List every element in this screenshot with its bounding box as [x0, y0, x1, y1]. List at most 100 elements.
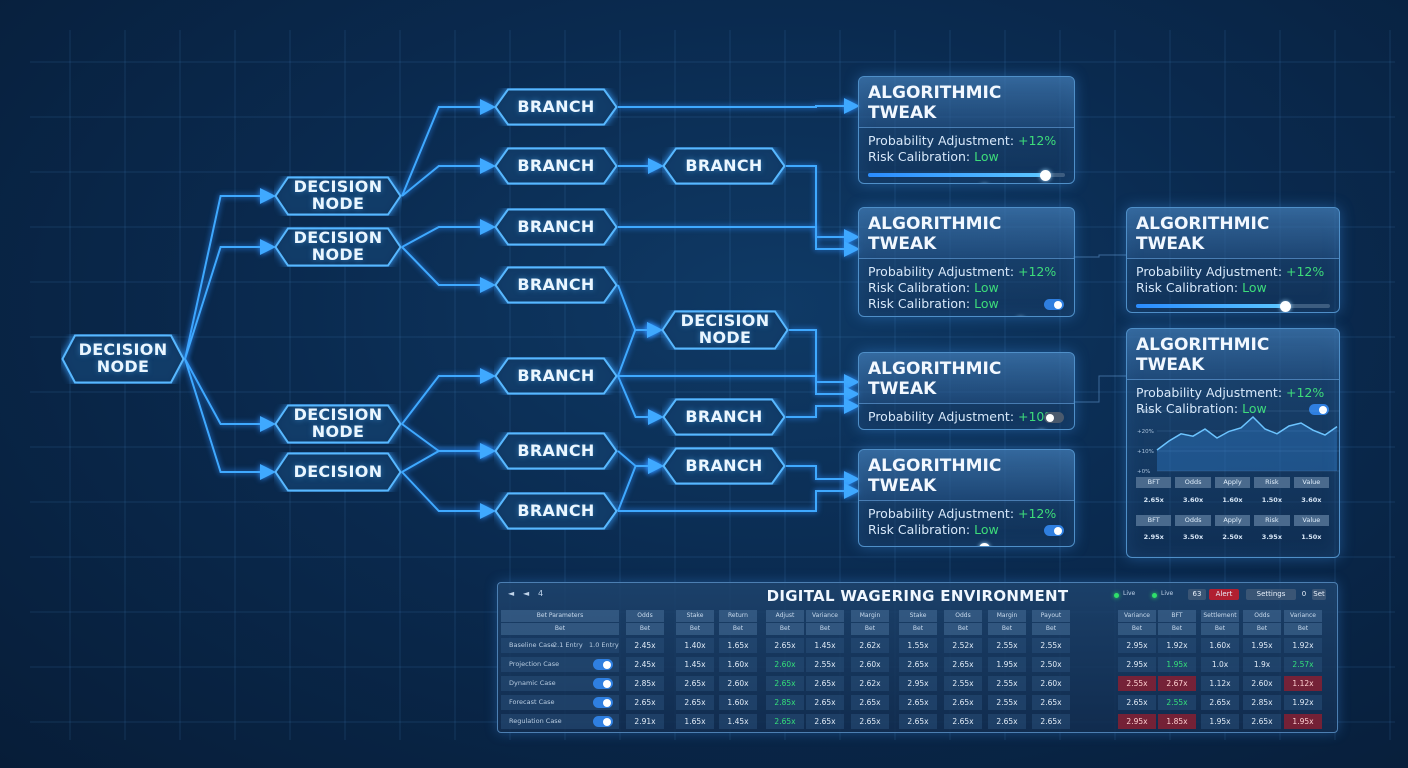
slider-handle[interactable] [1280, 300, 1292, 312]
slider[interactable] [868, 169, 1065, 181]
node-shape [662, 447, 786, 485]
slider-handle[interactable] [1015, 317, 1026, 318]
edge-root-d4 [184, 358, 276, 480]
edge-root-d2 [184, 239, 276, 360]
node-outline [494, 492, 618, 530]
tweak-line-label: Risk Calibration: [868, 280, 975, 295]
node-shape [274, 404, 402, 444]
slider-handle[interactable] [1036, 430, 1047, 431]
branch-node-b7[interactable]: BRANCH [494, 492, 618, 530]
table-header-cell: Bet [626, 623, 664, 635]
edge-b5-dm [617, 322, 663, 377]
table-cell: 2.95x [899, 676, 937, 691]
table-cell: 1.92x [1284, 695, 1322, 710]
mini-table-cell: Risk [1254, 515, 1290, 526]
edge-c1-t2 [786, 165, 860, 245]
node-shape [662, 398, 786, 436]
toolbar-chip[interactable]: Alert [1209, 589, 1239, 600]
edge-dm-t3 [789, 329, 860, 390]
row-toggle[interactable] [593, 697, 613, 708]
toolbar-chip[interactable]: Set [1312, 589, 1326, 600]
branch-node-b5[interactable]: BRANCH [494, 357, 618, 395]
toggle-switch[interactable] [1309, 404, 1329, 415]
toggle-knob [1046, 413, 1054, 422]
table-cell: 1.95x [1201, 714, 1239, 729]
toggle-switch[interactable] [1044, 525, 1064, 536]
branch-node-b3[interactable]: BRANCH [494, 208, 618, 246]
tweak-line: Probability Adjustment: +12% [859, 133, 1074, 149]
toolbar-glyph[interactable]: ◄ [523, 589, 530, 598]
node-label: BRANCH [685, 455, 763, 475]
table-cell: 2.65x [1118, 695, 1156, 710]
branch-node-b6[interactable]: BRANCH [494, 432, 618, 470]
tweak-line-label: Risk Calibration: [868, 149, 975, 164]
branch-node-c1[interactable]: BRANCH [662, 147, 786, 185]
row-toggle[interactable] [593, 678, 613, 689]
branch-node-c2[interactable]: BRANCH [662, 398, 786, 436]
table-header-cell: Bet [1118, 623, 1156, 635]
toolbar-chip[interactable]: Settings [1246, 589, 1296, 600]
node-outline [662, 398, 786, 436]
spacer [859, 312, 1074, 316]
table-cell: 2.45x [626, 638, 664, 653]
toggle-knob [603, 660, 611, 669]
edge-b7-t4 [618, 483, 860, 512]
toggle-switch[interactable] [1044, 412, 1064, 423]
mini-chart-tick: +30% [1137, 409, 1154, 415]
row-label-cell [501, 638, 619, 653]
row-toggle[interactable] [593, 716, 613, 727]
branch-node-b1[interactable]: BRANCH [494, 88, 618, 126]
node-label: BRANCH [517, 365, 595, 385]
node-label: BRANCH [517, 440, 595, 460]
slider-handle[interactable] [979, 542, 991, 546]
slider-handle[interactable] [1040, 169, 1052, 181]
mini-chart-area [1157, 417, 1337, 471]
branch-node-b2[interactable]: BRANCH [494, 147, 618, 185]
table-cell: 2.55x [1118, 676, 1156, 691]
node-label: BRANCH [685, 155, 763, 175]
toolbar-chip[interactable]: 63 [1188, 589, 1206, 600]
decision-node-d4[interactable]: DECISION [274, 452, 402, 492]
table-cell: 2.60x [1032, 676, 1070, 691]
toolbar-glyph[interactable]: ◄ [508, 589, 515, 598]
table-cell: 2.65x [851, 695, 889, 710]
slider-handle[interactable] [979, 184, 990, 185]
table-header-cell: Variance [1118, 610, 1156, 622]
table-cell: 2.60x [851, 657, 889, 672]
tweak-line: Risk Calibration: Low [859, 522, 1074, 538]
slider[interactable] [979, 542, 991, 546]
mini-table-cell: 2.95x [1143, 533, 1164, 541]
table-cell: 1.92x [1284, 638, 1322, 653]
branch-node-b4[interactable]: BRANCH [494, 266, 618, 304]
slider[interactable] [1136, 300, 1330, 312]
toggle-switch[interactable] [1044, 299, 1064, 310]
toolbar-chip[interactable]: 0 [1301, 590, 1307, 598]
row-label-cell [501, 676, 619, 691]
table-cell: 2.50x [1032, 657, 1070, 672]
table-header-cell: Bet [899, 623, 937, 635]
table-header-cell: Bet [1284, 623, 1322, 635]
table-cell: 2.55x [1158, 695, 1196, 710]
tweak-line-label: Risk Calibration: [868, 296, 975, 311]
table-cell: 2.55x [988, 638, 1026, 653]
toolbar-glyph[interactable]: 4 [538, 589, 544, 598]
node-shape [494, 208, 618, 246]
row-toggle[interactable] [593, 659, 613, 670]
table-cell: 2.65x [766, 638, 804, 653]
node-shape [494, 88, 618, 126]
branch-node-c3[interactable]: BRANCH [662, 447, 786, 485]
node-shape [661, 310, 789, 350]
